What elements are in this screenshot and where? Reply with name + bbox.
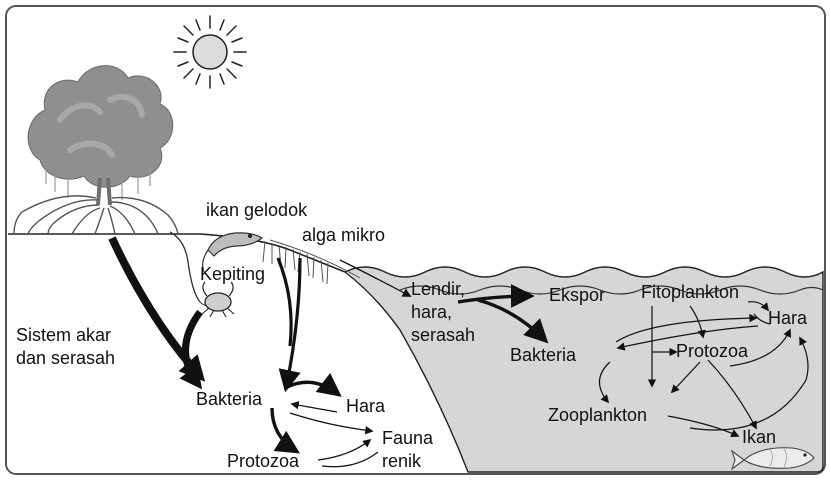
label-fauna: Fauna xyxy=(382,428,434,448)
label-lendir: Lendir, xyxy=(411,279,465,299)
label-hara-lendir: hara, xyxy=(411,302,452,322)
label-zooplankton: Zooplankton xyxy=(548,405,647,425)
label-fitoplankton: Fitoplankton xyxy=(641,282,739,302)
label-ikan-gelodok: ikan gelodok xyxy=(206,200,308,220)
label-serasah: serasah xyxy=(411,325,475,345)
label-hara-left: Hara xyxy=(346,396,386,416)
sun-icon xyxy=(174,16,246,88)
label-protozoa-left: Protozoa xyxy=(227,451,300,471)
label-bakteria-right: Bakteria xyxy=(510,345,577,365)
label-sistem-akar: Sistem akar xyxy=(16,325,111,345)
label-hara-right: Hara xyxy=(768,308,808,328)
label-renik: renik xyxy=(382,451,422,471)
label-ekspor: Ekspor xyxy=(549,285,605,305)
label-dan-serasah: dan serasah xyxy=(16,348,115,368)
label-alga-mikro: alga mikro xyxy=(302,225,385,245)
label-kepiting: Kepiting xyxy=(200,264,265,284)
label-protozoa-right: Protozoa xyxy=(676,341,749,361)
label-ikan: Ikan xyxy=(742,427,776,447)
label-bakteria-left: Bakteria xyxy=(196,389,263,409)
